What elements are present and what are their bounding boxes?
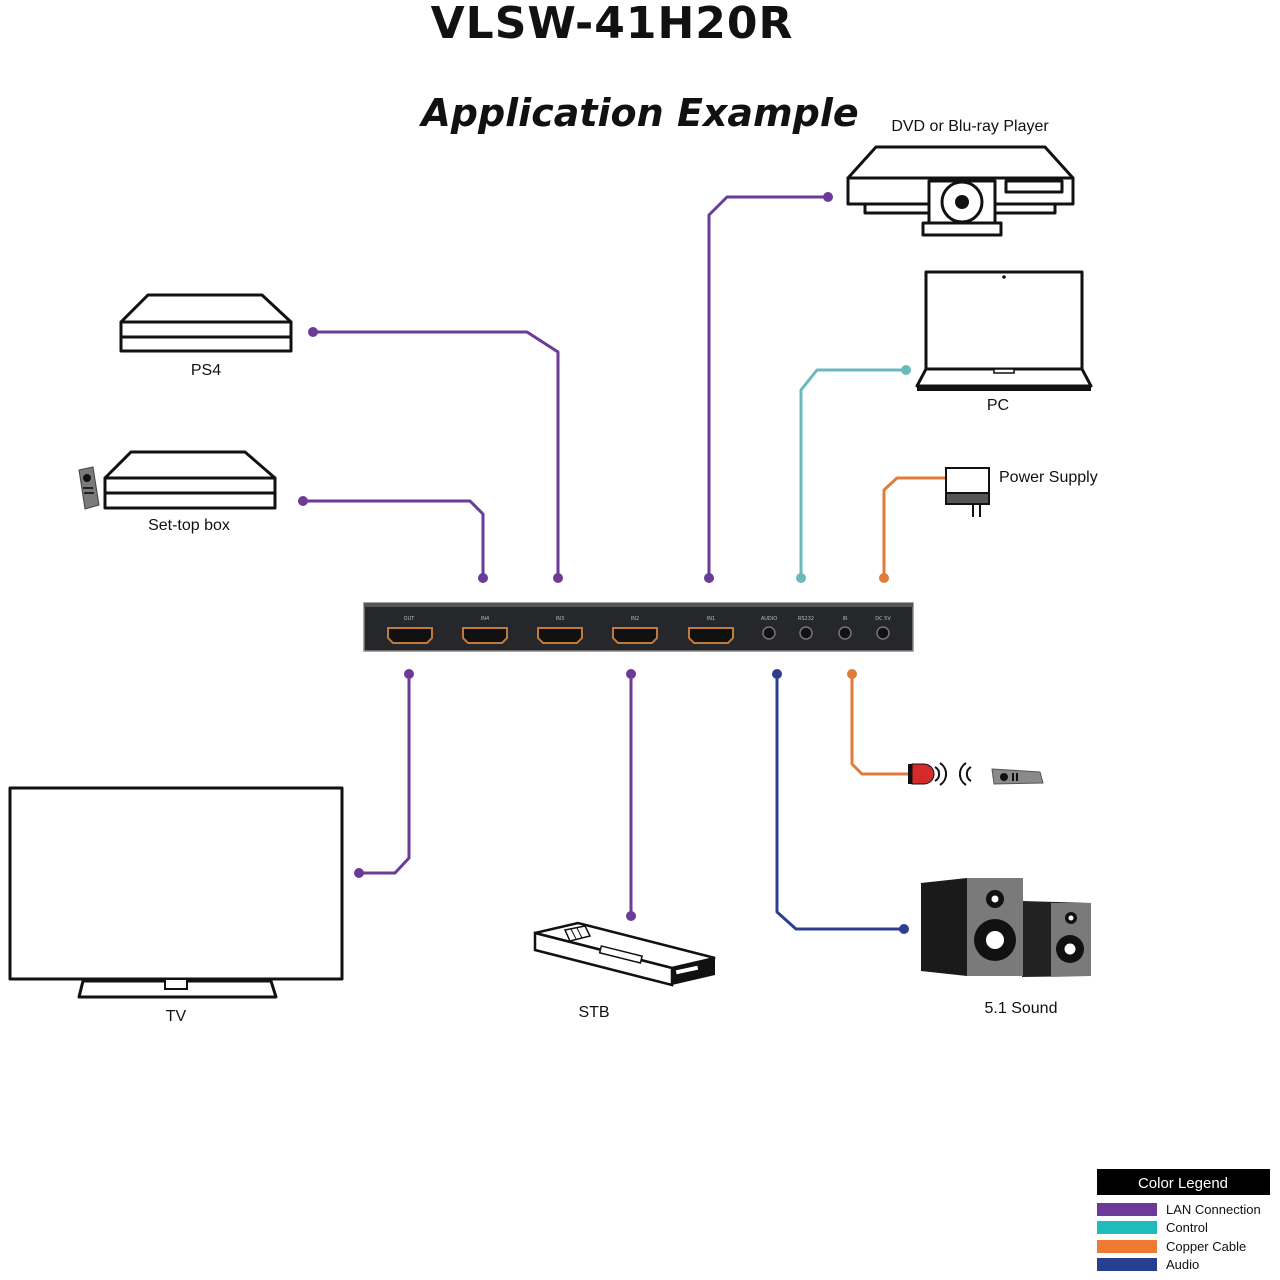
- tv-label: TV: [166, 1008, 187, 1025]
- legend-label-copper: Copper Cable: [1166, 1239, 1246, 1254]
- stb-label: STB: [578, 1004, 609, 1021]
- wire-power: [882, 476, 945, 578]
- diagram-title: VLSW-41H20R: [431, 0, 794, 49]
- hdmi-port-in1: IN1: [688, 616, 734, 644]
- svg-text:IN2: IN2: [631, 616, 639, 622]
- ir-jack: IR: [838, 616, 852, 640]
- ps4-label: PS4: [191, 362, 221, 379]
- switch-unit: OUT IN4 IN3 IN2 IN1 AUDIO RS232 IR: [363, 602, 914, 652]
- dvd-player-icon: [846, 145, 1075, 237]
- svg-text:OUT: OUT: [404, 616, 416, 622]
- legend-swatch-copper: [1097, 1240, 1157, 1253]
- diagram-subtitle: Application Example: [418, 91, 858, 135]
- wire-dots: [298, 192, 911, 934]
- audio-jack: AUDIO: [761, 616, 777, 640]
- hdmi-port-in2: IN2: [612, 616, 658, 644]
- wire-ps4: [313, 330, 560, 578]
- wire-settop: [303, 499, 485, 578]
- legend-label-control: Control: [1166, 1220, 1208, 1235]
- wires: [303, 195, 945, 931]
- rs232-jack: RS232: [798, 616, 814, 640]
- svg-text:RS232: RS232: [798, 616, 814, 622]
- laptop-icon: [915, 270, 1093, 391]
- svg-text:IN4: IN4: [481, 616, 489, 622]
- color-legend: Color Legend LAN Connection Control Copp…: [1097, 1169, 1270, 1272]
- wire-tv: [359, 674, 411, 875]
- wire-ir: [850, 674, 908, 776]
- stb-icon: [533, 921, 716, 987]
- ps4-icon: [119, 293, 293, 353]
- power-supply-label: Power Supply: [999, 469, 1098, 486]
- settop-box-icon: [103, 450, 277, 510]
- speakers-icon: [921, 878, 1091, 977]
- svg-text:IN1: IN1: [707, 616, 715, 622]
- pc-label: PC: [987, 397, 1009, 414]
- legend-label-audio: Audio: [1166, 1257, 1199, 1272]
- remote-control-icon: [78, 466, 100, 510]
- legend-swatch-lan: [1097, 1203, 1157, 1216]
- wire-sound: [775, 674, 904, 931]
- svg-text:AUDIO: AUDIO: [761, 616, 777, 622]
- svg-text:IR: IR: [843, 616, 848, 622]
- legend-title: Color Legend: [1138, 1175, 1228, 1192]
- wire-pc: [799, 368, 906, 578]
- legend-label-lan: LAN Connection: [1166, 1202, 1261, 1217]
- ir-emitter-icon: [908, 763, 935, 785]
- svg-text:DC 5V: DC 5V: [875, 616, 891, 622]
- settop-box-label: Set-top box: [148, 517, 230, 534]
- legend-swatch-audio: [1097, 1258, 1157, 1271]
- wire-dvd: [707, 195, 828, 578]
- ir-signal-icon: [934, 762, 972, 786]
- svg-text:IN3: IN3: [556, 616, 564, 622]
- hdmi-port-in3: IN3: [537, 616, 583, 644]
- sound-label: 5.1 Sound: [985, 1000, 1058, 1017]
- hdmi-port-in4: IN4: [462, 616, 508, 644]
- tv-icon: [8, 786, 344, 999]
- dvd-label: DVD or Blu-ray Player: [891, 118, 1049, 135]
- hdmi-port-out: OUT: [387, 616, 433, 644]
- legend-swatch-control: [1097, 1221, 1157, 1234]
- ir-remote-icon: [991, 768, 1044, 785]
- power-adapter-icon: [945, 467, 990, 517]
- dc-jack: DC 5V: [875, 616, 891, 640]
